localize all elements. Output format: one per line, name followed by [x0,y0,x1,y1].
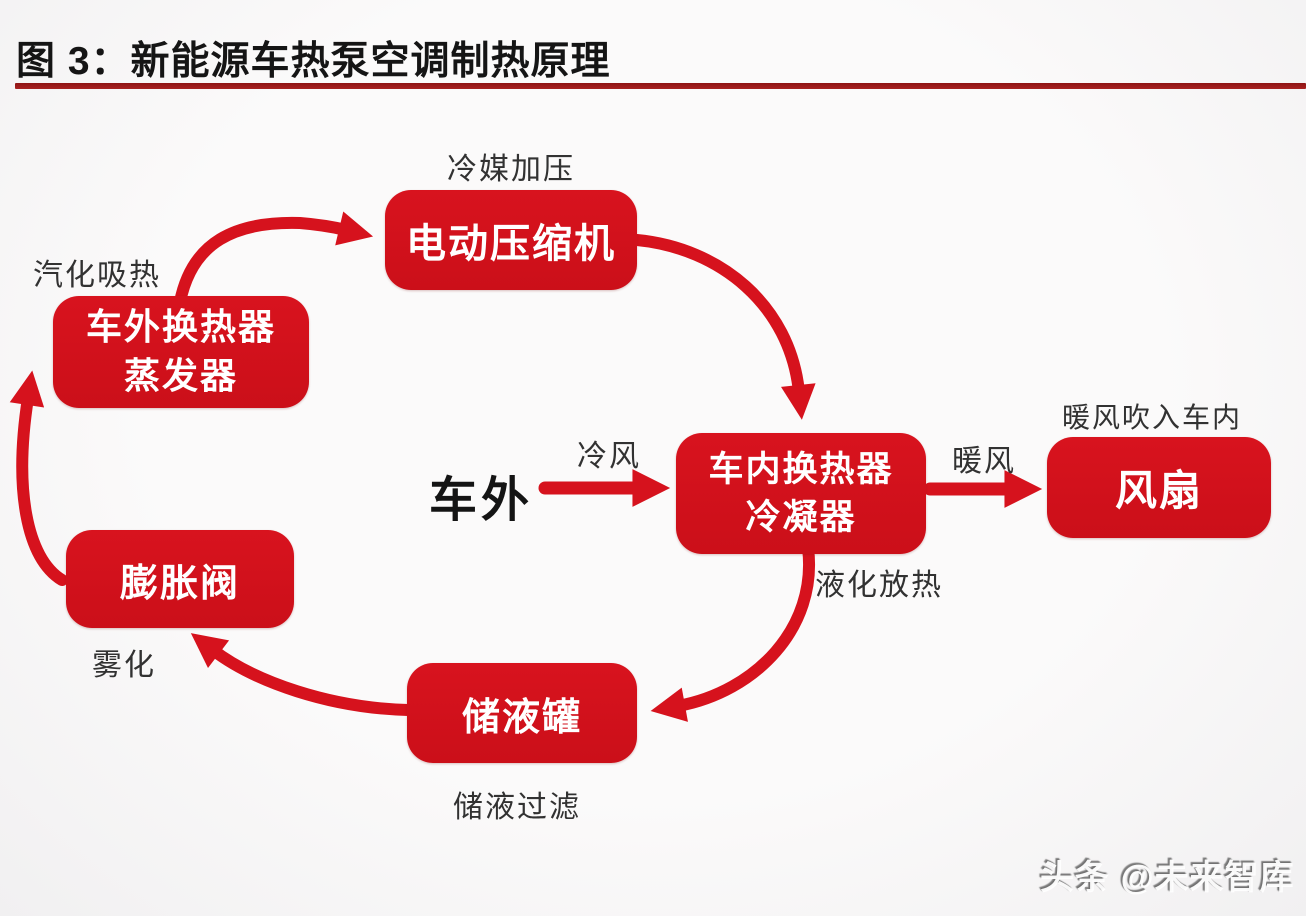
node-inside-hx-line1: 车内换热器 [708,450,894,490]
node-inside-hx-line2: 冷凝器 [745,497,857,537]
annotation-vaporize-absorb-heat: 汽化吸热 [33,259,161,292]
arrow-condenser-to-reservoir [650,542,816,722]
annotation-liquefy-release-heat: 液化放热 [815,569,943,602]
label-warm-air: 暖风 [952,445,1016,478]
node-fan: 风扇 [1047,437,1271,538]
title-underline [15,83,1306,89]
figure-title: 图 3：新能源车热泵空调制热原理 [16,40,611,83]
node-expansion-valve-label: 膨胀阀 [119,562,240,605]
label-outside-car: 车外 [429,474,534,527]
arrow-expansion-valve-to-evaporator [9,370,68,586]
node-expansion-valve: 膨胀阀 [66,530,294,628]
arrow-evaporator-to-compressor [174,211,374,308]
label-cold-air: 冷风 [577,440,641,473]
arrow-compressor-to-condenser [631,234,816,420]
arrow-reservoir-to-expansion-valve [190,633,414,716]
annotation-atomization: 雾化 [92,649,156,682]
annotation-liquid-storage-filter: 储液过滤 [453,791,581,824]
node-outside-hx-line1: 车外换热器 [85,306,276,348]
annotation-refrigerant-pressurize: 冷媒加压 [447,153,575,186]
node-reservoir-label: 储液罐 [461,696,582,739]
node-outside-hx-line2: 蒸发器 [123,355,238,396]
node-liquid-reservoir: 储液罐 [407,663,637,763]
node-inside-heat-exchanger: 车内换热器 冷凝器 [676,433,926,554]
node-fan-label: 风扇 [1114,467,1203,514]
node-outside-heat-exchanger: 车外换热器 蒸发器 [53,296,309,408]
node-compressor-label: 电动压缩机 [406,222,616,266]
watermark-toutiao-future-thinktank: 头条 @未来智库 [1040,859,1295,897]
annotation-warm-air-into-cabin: 暖风吹入车内 [1062,402,1243,433]
node-compressor: 电动压缩机 [385,190,637,290]
